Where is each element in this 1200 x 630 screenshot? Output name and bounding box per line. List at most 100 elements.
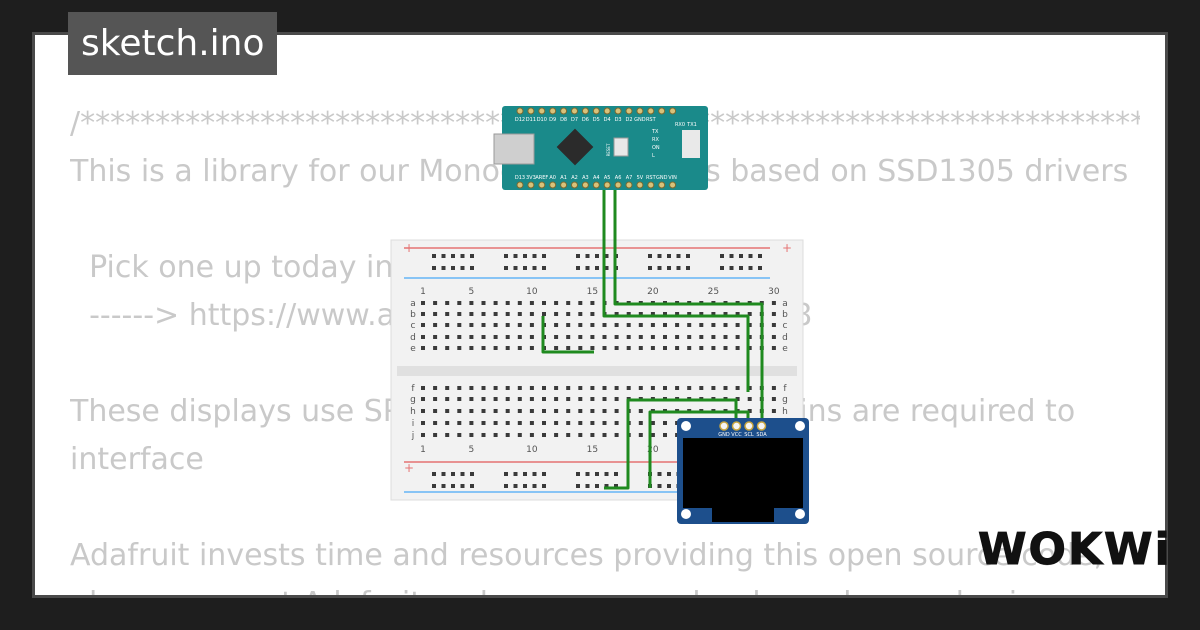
- breadboard-hole[interactable]: [626, 323, 631, 327]
- breadboard-hole[interactable]: [469, 323, 474, 327]
- breadboard-hole[interactable]: [675, 312, 680, 316]
- rail-hole[interactable]: [729, 266, 734, 270]
- rail-hole[interactable]: [576, 484, 580, 488]
- breadboard-hole[interactable]: [699, 312, 704, 316]
- rail-hole[interactable]: [460, 254, 465, 258]
- breadboard-hole[interactable]: [529, 346, 534, 350]
- breadboard-hole[interactable]: [445, 323, 450, 327]
- breadboard-hole[interactable]: [771, 409, 776, 413]
- breadboard-hole[interactable]: [505, 409, 510, 413]
- breadboard-hole[interactable]: [433, 312, 438, 316]
- nano-pin[interactable]: [636, 107, 644, 115]
- breadboard-hole[interactable]: [578, 323, 583, 327]
- reset-button[interactable]: [613, 137, 629, 157]
- breadboard-hole[interactable]: [481, 386, 486, 390]
- rail-hole[interactable]: [542, 484, 546, 488]
- rail-hole[interactable]: [595, 254, 599, 258]
- nano-pin[interactable]: [658, 181, 666, 189]
- breadboard-hole[interactable]: [493, 421, 498, 425]
- breadboard-hole[interactable]: [602, 335, 607, 339]
- breadboard-hole[interactable]: [747, 397, 752, 401]
- nano-pin[interactable]: [625, 107, 633, 115]
- rail-hole[interactable]: [667, 254, 671, 258]
- breadboard-hole[interactable]: [445, 397, 450, 401]
- rail-hole[interactable]: [739, 266, 743, 270]
- rail-hole[interactable]: [460, 484, 465, 488]
- rail-hole[interactable]: [523, 472, 527, 476]
- rail-hole[interactable]: [523, 254, 527, 258]
- breadboard-hole[interactable]: [723, 335, 728, 339]
- breadboard-hole[interactable]: [675, 346, 680, 350]
- nano-pin[interactable]: [603, 181, 611, 189]
- breadboard-hole[interactable]: [529, 433, 534, 437]
- breadboard-hole[interactable]: [457, 301, 462, 305]
- rail-hole[interactable]: [532, 254, 537, 258]
- breadboard-hole[interactable]: [457, 409, 462, 413]
- rail-hole[interactable]: [604, 472, 609, 476]
- rail-hole[interactable]: [585, 472, 590, 476]
- breadboard-hole[interactable]: [566, 301, 571, 305]
- breadboard-hole[interactable]: [457, 397, 462, 401]
- breadboard-hole[interactable]: [505, 346, 510, 350]
- breadboard-hole[interactable]: [614, 386, 619, 390]
- breadboard-hole[interactable]: [517, 386, 522, 390]
- breadboard-hole[interactable]: [711, 346, 716, 350]
- breadboard-hole[interactable]: [505, 421, 510, 425]
- rail-hole[interactable]: [614, 472, 618, 476]
- breadboard-hole[interactable]: [554, 409, 559, 413]
- nano-pin[interactable]: [571, 181, 578, 189]
- breadboard-hole[interactable]: [602, 409, 607, 413]
- breadboard-hole[interactable]: [638, 346, 643, 350]
- breadboard-hole[interactable]: [566, 323, 571, 327]
- rail-hole[interactable]: [504, 266, 508, 270]
- breadboard-hole[interactable]: [457, 386, 462, 390]
- breadboard-hole[interactable]: [542, 421, 546, 425]
- rail-hole[interactable]: [432, 484, 436, 488]
- rail-hole[interactable]: [441, 266, 446, 270]
- breadboard-hole[interactable]: [699, 323, 704, 327]
- breadboard-hole[interactable]: [614, 312, 619, 316]
- rail-hole[interactable]: [648, 266, 652, 270]
- nano-pin[interactable]: [538, 181, 546, 189]
- breadboard-hole[interactable]: [638, 335, 643, 339]
- breadboard-hole[interactable]: [602, 433, 607, 437]
- breadboard-hole[interactable]: [433, 397, 438, 401]
- breadboard-hole[interactable]: [747, 335, 752, 339]
- breadboard-hole[interactable]: [517, 301, 522, 305]
- breadboard-hole[interactable]: [421, 335, 425, 339]
- breadboard-hole[interactable]: [602, 397, 607, 401]
- rail-hole[interactable]: [576, 266, 580, 270]
- rail-hole[interactable]: [657, 472, 662, 476]
- breadboard-hole[interactable]: [638, 433, 643, 437]
- breadboard-hole[interactable]: [421, 346, 425, 350]
- breadboard-hole[interactable]: [771, 323, 776, 327]
- breadboard-hole[interactable]: [481, 433, 486, 437]
- rail-hole[interactable]: [748, 266, 753, 270]
- nano-pin[interactable]: [581, 107, 589, 115]
- breadboard-hole[interactable]: [578, 346, 583, 350]
- rail-hole[interactable]: [657, 484, 662, 488]
- breadboard-hole[interactable]: [517, 323, 522, 327]
- breadboard-hole[interactable]: [554, 433, 559, 437]
- breadboard-hole[interactable]: [747, 409, 752, 413]
- rail-hole[interactable]: [758, 254, 762, 258]
- breadboard-hole[interactable]: [433, 301, 438, 305]
- nano-pin[interactable]: [592, 181, 600, 189]
- breadboard-hole[interactable]: [566, 335, 571, 339]
- breadboard-hole[interactable]: [663, 421, 667, 425]
- rail-hole[interactable]: [504, 484, 508, 488]
- breadboard-hole[interactable]: [481, 301, 486, 305]
- rail-hole[interactable]: [667, 472, 671, 476]
- breadboard-hole[interactable]: [542, 433, 546, 437]
- breadboard-hole[interactable]: [493, 323, 498, 327]
- breadboard-hole[interactable]: [578, 397, 583, 401]
- breadboard-hole[interactable]: [433, 386, 438, 390]
- rail-hole[interactable]: [657, 266, 662, 270]
- breadboard-hole[interactable]: [699, 386, 704, 390]
- breadboard-hole[interactable]: [590, 346, 595, 350]
- breadboard-hole[interactable]: [481, 397, 486, 401]
- breadboard-hole[interactable]: [505, 301, 510, 305]
- rail-hole[interactable]: [532, 266, 537, 270]
- breadboard-hole[interactable]: [421, 301, 425, 305]
